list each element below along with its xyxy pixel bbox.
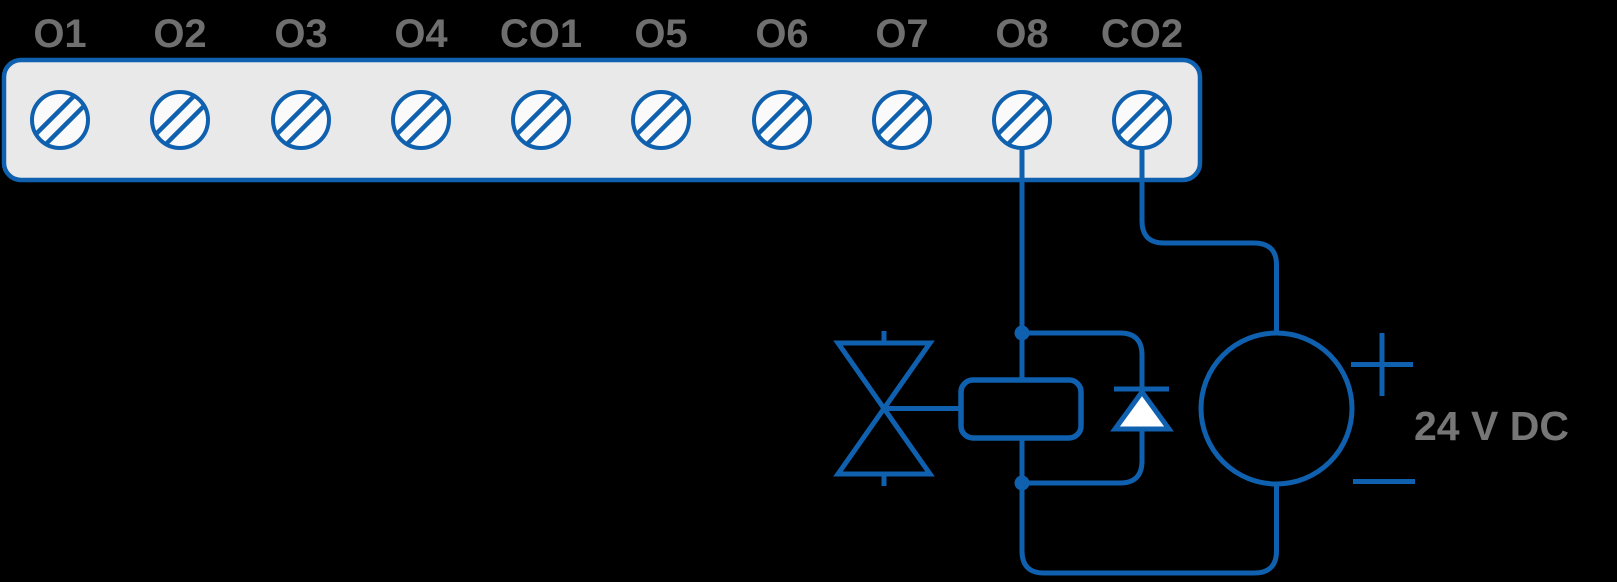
screw-terminal-icon bbox=[513, 92, 569, 148]
valve-icon bbox=[833, 331, 962, 486]
junction-dot-icon bbox=[1014, 475, 1030, 491]
wire-co2-to-source-positive bbox=[1139, 146, 1279, 333]
screw-terminal-icon bbox=[754, 92, 810, 148]
wire-diode-branch-top bbox=[1022, 330, 1145, 389]
screw-terminal-icon bbox=[633, 92, 689, 148]
terminal-label-o6: O6 bbox=[755, 12, 808, 56]
screw-terminal-icon bbox=[152, 92, 208, 148]
terminal-label-o2: O2 bbox=[153, 12, 206, 56]
circuit-wires bbox=[1019, 146, 1279, 576]
dc-source-icon bbox=[1198, 330, 1415, 487]
screw-terminal-icon bbox=[1114, 92, 1170, 148]
screw-terminal-icon bbox=[994, 92, 1050, 148]
flyback-diode-icon bbox=[1110, 386, 1174, 432]
screw-terminal-icon bbox=[273, 92, 329, 148]
diode-triangle bbox=[1110, 387, 1174, 432]
supply-voltage-label: 24 V DC bbox=[1414, 403, 1569, 449]
terminal-label-o3: O3 bbox=[274, 12, 327, 56]
terminal-label-o1: O1 bbox=[33, 12, 86, 56]
dc-source-circle bbox=[1198, 330, 1355, 487]
terminal-strip bbox=[1, 57, 1203, 183]
terminal-label-co2: CO2 bbox=[1101, 12, 1183, 56]
junction-dot-icon bbox=[1014, 325, 1030, 341]
terminal-label-co1: CO1 bbox=[500, 12, 582, 56]
screw-terminal-icon bbox=[32, 92, 88, 148]
terminal-labels: O1 O2 O3 O4 CO1 O5 O6 O7 O8 CO2 bbox=[33, 12, 1183, 56]
terminal-block bbox=[1, 57, 1203, 183]
terminal-label-o8: O8 bbox=[995, 12, 1048, 56]
plus-icon bbox=[1351, 333, 1413, 396]
terminal-label-o7: O7 bbox=[875, 12, 928, 56]
relay-coil-icon bbox=[958, 377, 1084, 441]
screw-terminal-icon bbox=[393, 92, 449, 148]
terminal-label-o4: O4 bbox=[394, 12, 448, 56]
wire-diode-branch-bottom bbox=[1022, 429, 1145, 486]
screw-terminal-icon bbox=[874, 92, 930, 148]
terminal-label-o5: O5 bbox=[634, 12, 687, 56]
wire-junction-to-source-negative bbox=[1019, 483, 1279, 576]
